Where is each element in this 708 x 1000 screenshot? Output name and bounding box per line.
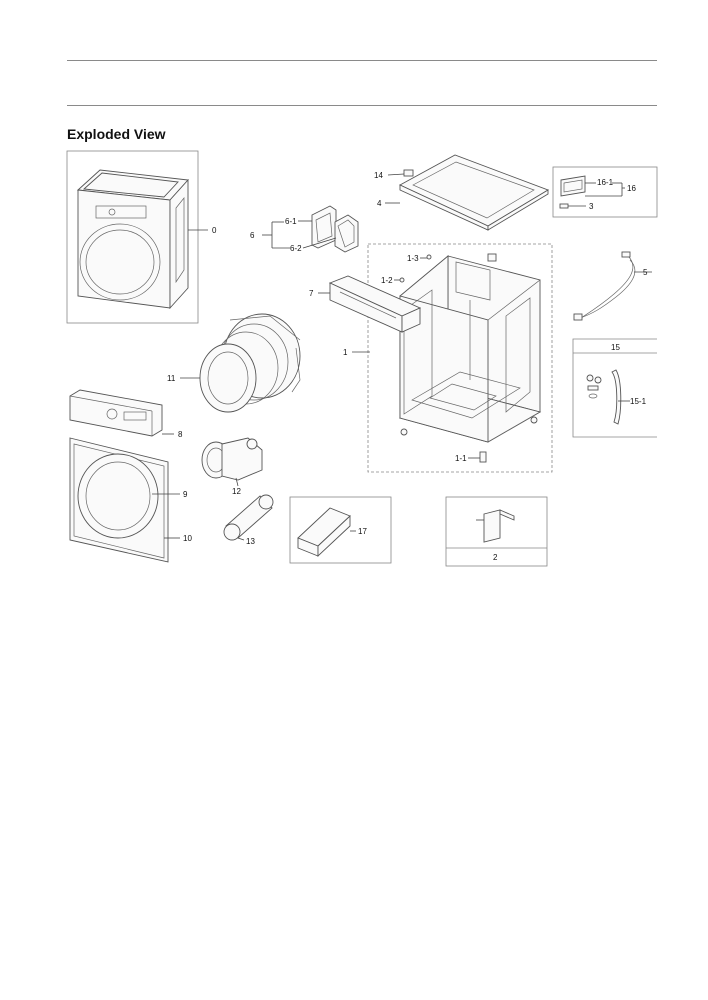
part-16-bracket-group (552, 166, 658, 218)
callout-17: 17 (358, 527, 367, 536)
part-13-exhaust-duct (223, 494, 274, 541)
callout-9: 9 (183, 490, 188, 499)
cabinet-group-outline (367, 243, 553, 473)
callout-8: 8 (178, 430, 183, 439)
callout-15-1: 15-1 (630, 397, 647, 406)
callout-6: 6 (250, 231, 255, 240)
callout-7: 7 (309, 289, 314, 298)
part-15-hose-kit-box (572, 338, 657, 438)
part-1-cabinet (352, 253, 542, 443)
callout-13: 13 (246, 537, 255, 546)
callout-1-1: 1-1 (455, 454, 467, 463)
callout-0: 0 (212, 226, 217, 235)
callout-6-2: 6-2 (290, 244, 302, 253)
part-0-dryer-assembly (66, 150, 208, 324)
callout-12: 12 (232, 487, 241, 496)
callout-3: 3 (589, 202, 594, 211)
callout-2: 2 (493, 553, 498, 562)
part-14-clip (387, 169, 414, 177)
callout-1-3: 1-3 (407, 254, 419, 263)
callout-1: 1 (343, 348, 348, 357)
callout-16: 16 (627, 184, 636, 193)
part-1-3-screw (420, 254, 432, 260)
part-17-heater-box (289, 496, 392, 564)
part-8-control-panel (69, 389, 174, 437)
header-rule-top (67, 60, 657, 61)
callout-14: 14 (374, 171, 383, 180)
part-12-blower-housing (201, 437, 263, 487)
part-4-top-panel (385, 154, 550, 231)
section-heading: Exploded View (67, 126, 166, 142)
part-2-bracket-box (445, 496, 548, 567)
callout-4: 4 (377, 199, 382, 208)
part-7-front-top-panel (318, 275, 422, 333)
callout-16-1: 16-1 (597, 178, 614, 187)
callout-10: 10 (183, 534, 192, 543)
part-6-filter-housing (262, 205, 359, 253)
callout-6-1: 6-1 (285, 217, 297, 226)
part-11-drum (180, 313, 301, 413)
callout-11: 11 (167, 374, 176, 383)
part-5-power-cord (573, 251, 652, 321)
callout-5: 5 (643, 268, 648, 277)
header-rule-bottom (67, 105, 657, 106)
callout-15: 15 (611, 343, 620, 352)
part-1-2-screw (394, 277, 405, 283)
callout-1-2: 1-2 (381, 276, 393, 285)
part-1-1-leveling-foot (468, 451, 487, 463)
part-9-door (77, 453, 180, 539)
